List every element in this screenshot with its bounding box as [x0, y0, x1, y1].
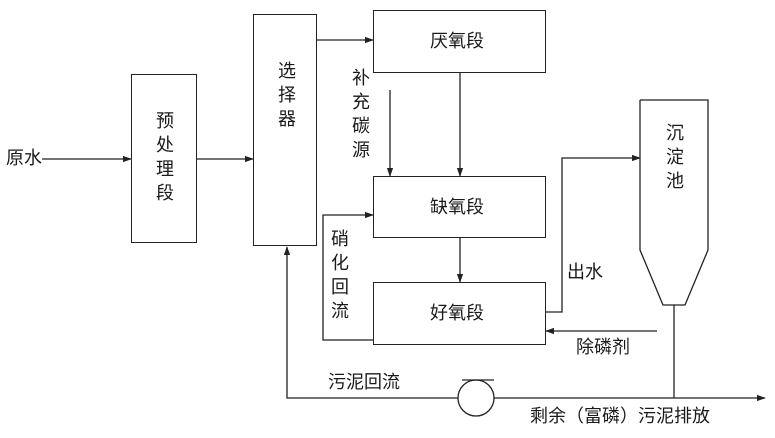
- pretreatment-label: 预处理段: [153, 111, 174, 207]
- aerobic-label: 好氧段: [430, 303, 484, 324]
- sludge-return-line: [283, 246, 458, 399]
- pump-icon: [457, 379, 495, 417]
- anaerobic-box: [373, 10, 546, 73]
- effluent-label: 出水: [567, 262, 603, 283]
- effluent-line: [546, 154, 641, 313]
- selector-box: [253, 14, 317, 246]
- anoxic-label: 缺氧段: [430, 197, 484, 218]
- aerobic-box: [373, 282, 546, 345]
- sedimentation-label: 沉淀池: [663, 123, 684, 195]
- nitrification-return-line: [322, 211, 374, 341]
- anoxic-box: [373, 176, 546, 238]
- pretreatment-box: [131, 74, 197, 243]
- nitrification-return-label: 硝化回流: [328, 229, 349, 325]
- raw-water-label: 原水: [6, 148, 42, 169]
- sedimentation-tank-outline: [639, 99, 709, 306]
- excess-sludge-label: 剩余（富磷）污泥排放: [530, 406, 710, 427]
- phosphorus-agent-label: 除磷剂: [576, 337, 630, 358]
- carbon-source-label: 补充碳源: [349, 68, 370, 164]
- selector-label: 选择器: [275, 61, 296, 133]
- anaerobic-label: 厌氧段: [430, 31, 484, 52]
- sludge-return-label: 污泥回流: [328, 372, 400, 393]
